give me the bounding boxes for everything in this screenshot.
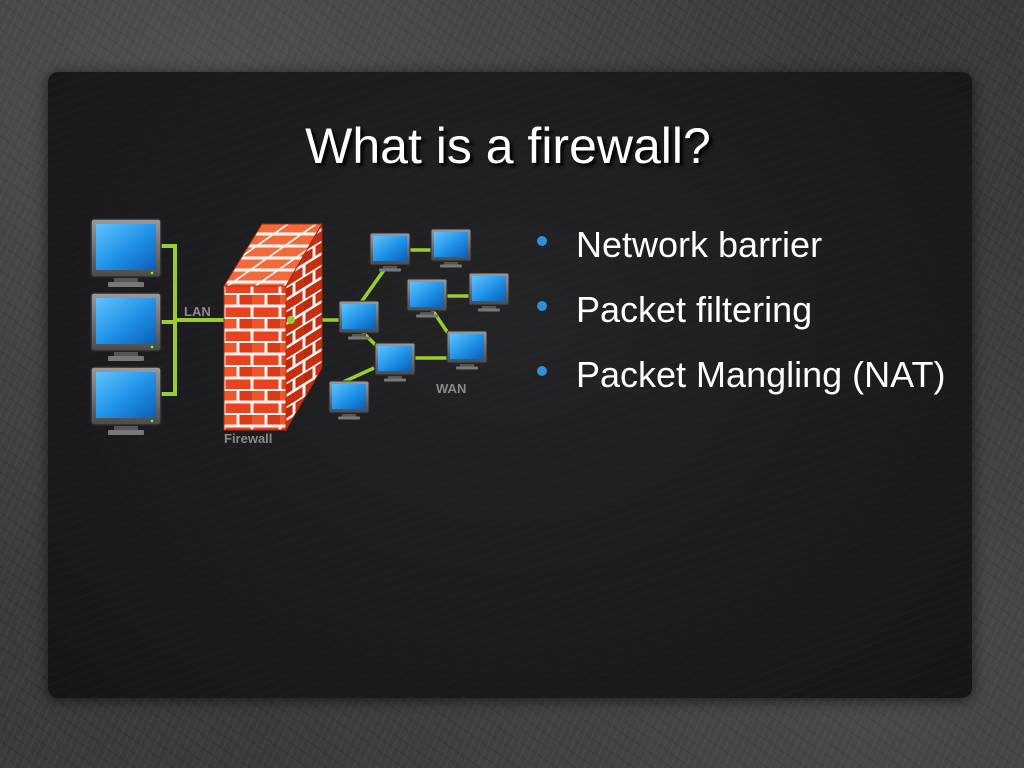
lan-computer-icon <box>90 218 162 288</box>
bullet-item: Packet filtering <box>532 287 972 332</box>
wan-computer-icon <box>328 380 370 420</box>
wan-computer-icon <box>406 278 448 318</box>
wan-computer-icon <box>374 342 416 382</box>
firewall-label: Firewall <box>224 431 272 446</box>
wan-computer-icon <box>446 330 488 370</box>
lan-computer-icon <box>90 366 162 436</box>
brick-firewall-icon <box>223 222 323 432</box>
wan-computer-icon <box>468 272 510 312</box>
bullet-dot-icon <box>537 366 547 376</box>
wan-label: WAN <box>436 381 466 396</box>
lan-computer-icon <box>90 292 162 362</box>
bullet-list: Network barrier Packet filtering Packet … <box>532 222 972 417</box>
bullet-dot-icon <box>537 301 547 311</box>
bullet-item: Network barrier <box>532 222 972 267</box>
slide-title: What is a firewall? <box>305 118 711 174</box>
lan-label: LAN <box>184 304 211 319</box>
wan-computer-icon <box>338 300 380 340</box>
bullet-dot-icon <box>537 236 547 246</box>
wan-computer-icon <box>430 228 472 268</box>
firewall-network-diagram: LAN WAN Firewall <box>90 218 510 446</box>
slide-panel <box>48 72 972 698</box>
wan-computer-icon <box>369 232 411 272</box>
bullet-item: Packet Mangling (NAT) <box>532 352 972 397</box>
